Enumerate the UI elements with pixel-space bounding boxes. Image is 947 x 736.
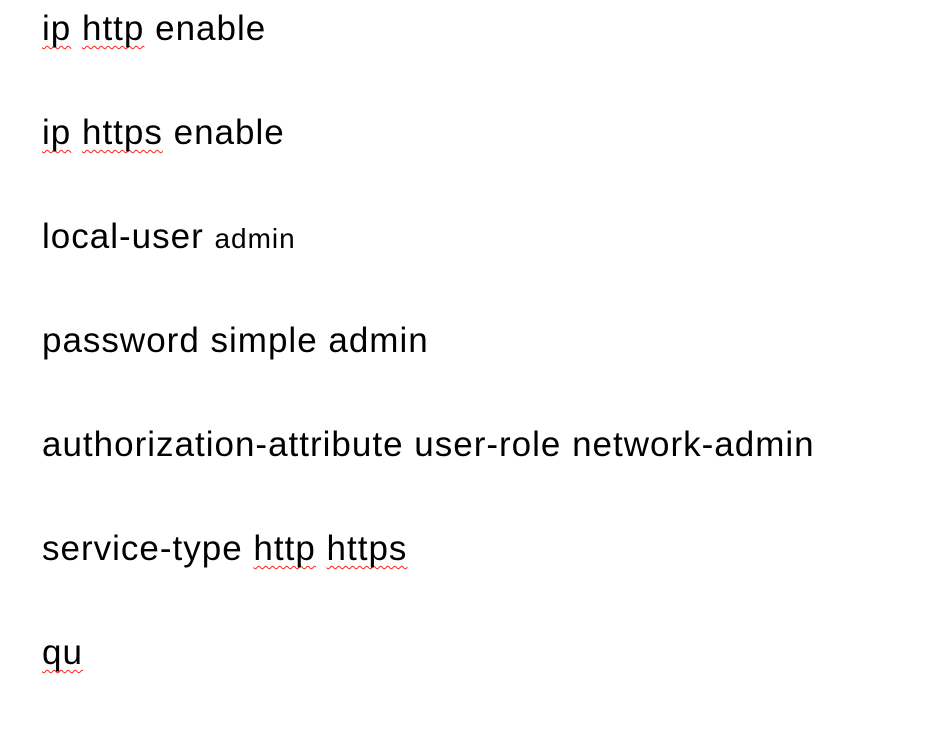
config-line: qu — [42, 632, 927, 736]
text-segment: service-type — [42, 529, 254, 568]
config-line: ip https enable — [42, 112, 927, 216]
misspelled-word: http — [253, 529, 316, 568]
text-segment: password simple admin — [42, 321, 429, 360]
text-segment — [316, 529, 327, 568]
document-page: { "document": { "background_color": "#ff… — [42, 9, 814, 672]
misspelled-word: http — [81, 9, 145, 48]
misspelled-word: https — [326, 529, 408, 568]
text-segment: local-user — [42, 217, 215, 256]
text-segment: enable — [162, 113, 285, 152]
misspelled-word: https — [81, 113, 163, 152]
text-segment: enable — [144, 9, 267, 48]
config-line: service-type http https — [42, 528, 927, 632]
config-line: local-user admin — [42, 216, 927, 320]
text-segment-small: admin — [214, 223, 296, 254]
misspelled-word: qu — [42, 633, 83, 672]
config-line: authorization-attribute user-role networ… — [42, 424, 927, 528]
text-segment — [71, 9, 82, 48]
misspelled-word: ip — [42, 113, 72, 152]
text-segment: authorization-attribute user-role networ… — [42, 425, 815, 464]
text-segment — [71, 113, 82, 152]
misspelled-word: ip — [42, 9, 72, 48]
config-line: ip http enable — [42, 8, 927, 112]
config-line: password simple admin — [42, 320, 927, 424]
